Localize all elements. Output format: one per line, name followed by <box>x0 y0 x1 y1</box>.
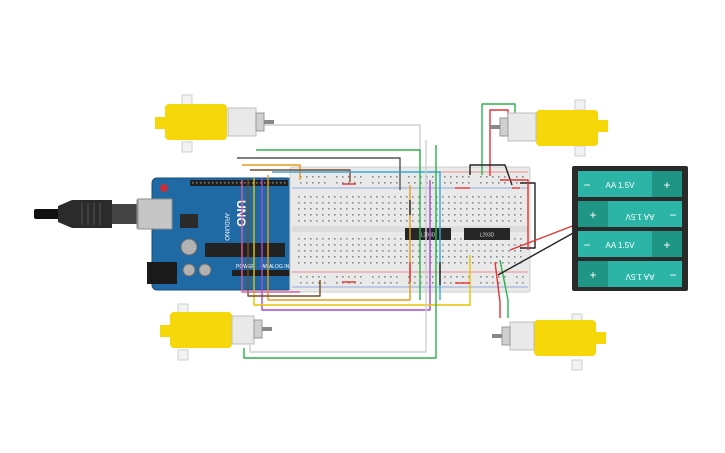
arduino-power-label: POWER <box>236 264 255 270</box>
battery-cell-3: − AA 1.5V + <box>578 231 682 257</box>
motor-top-left <box>155 94 274 153</box>
battery-cell-1-label: AA 1.5V <box>606 181 636 190</box>
motor-driver-1-label: L293D <box>421 233 436 239</box>
battery-cell-3-label: AA 1.5V <box>606 241 636 250</box>
reset-button-icon <box>160 184 168 192</box>
battery-cell-4-neg: − <box>669 268 676 282</box>
battery-cell-4-pos: + <box>589 268 596 282</box>
arduino-model-label: UNO <box>234 200 248 227</box>
battery-cell-2: + AA 1.5V − <box>578 201 682 227</box>
arduino-uno-board: ARDUINO UNO POWER ANALOG IN <box>137 177 293 291</box>
motor-driver-2-label: L293D <box>480 233 495 239</box>
motor-bottom-left <box>160 303 272 361</box>
battery-cell-2-pos: + <box>589 208 596 222</box>
motor-bottom-right <box>492 313 606 371</box>
arduino-analog-label: ANALOG IN <box>262 264 290 270</box>
battery-cell-1-neg: − <box>583 178 590 192</box>
battery-cell-2-label: AA 1.5V <box>625 212 655 221</box>
battery-cell-3-neg: − <box>583 238 590 252</box>
battery-cell-4-label: AA 1.5V <box>625 272 655 281</box>
battery-cell-2-neg: − <box>669 208 676 222</box>
battery-cell-3-pos: + <box>663 238 670 252</box>
battery-pack: − AA 1.5V + + AA 1.5V − − AA 1.5V + + AA… <box>572 166 688 291</box>
battery-cell-4: + AA 1.5V − <box>578 261 682 287</box>
wires <box>237 103 576 359</box>
motor-driver-1: L293D <box>405 228 451 240</box>
battery-cell-1-pos: + <box>663 178 670 192</box>
arduino-brand-label: ARDUINO <box>223 213 229 241</box>
motor-top-right <box>490 99 608 157</box>
battery-cell-1: − AA 1.5V + <box>578 171 682 197</box>
motor-driver-2: L293D <box>464 228 510 240</box>
